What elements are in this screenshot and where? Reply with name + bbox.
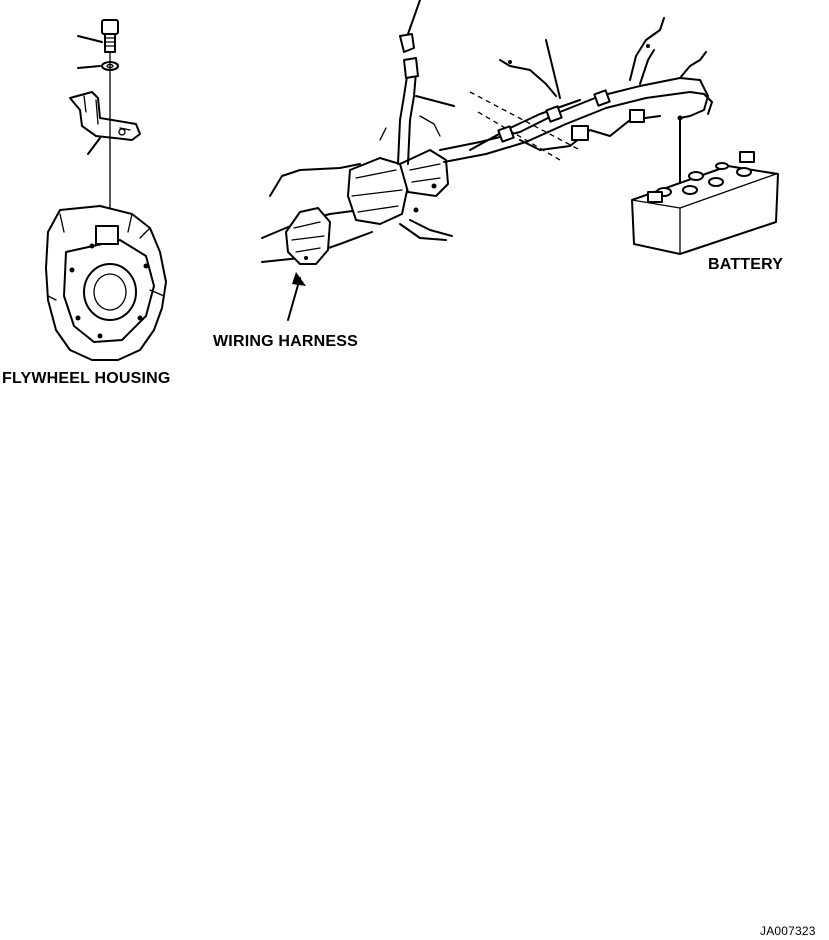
battery-icon bbox=[631, 115, 779, 255]
figure-code: JA007323 bbox=[760, 924, 816, 938]
washer-icon bbox=[77, 61, 119, 71]
battery-label: BATTERY bbox=[708, 256, 784, 273]
harness-arrow-icon bbox=[292, 272, 306, 286]
bolt-icon bbox=[77, 19, 119, 53]
wiring-harness-label: WIRING HARNESS bbox=[213, 333, 359, 350]
flywheel-housing-label: FLYWHEEL HOUSING bbox=[2, 370, 171, 387]
bracket-icon bbox=[69, 91, 141, 155]
flywheel-housing bbox=[45, 205, 167, 361]
wiring-harness-assembly bbox=[261, 0, 713, 265]
harness-leader-line bbox=[287, 277, 301, 321]
